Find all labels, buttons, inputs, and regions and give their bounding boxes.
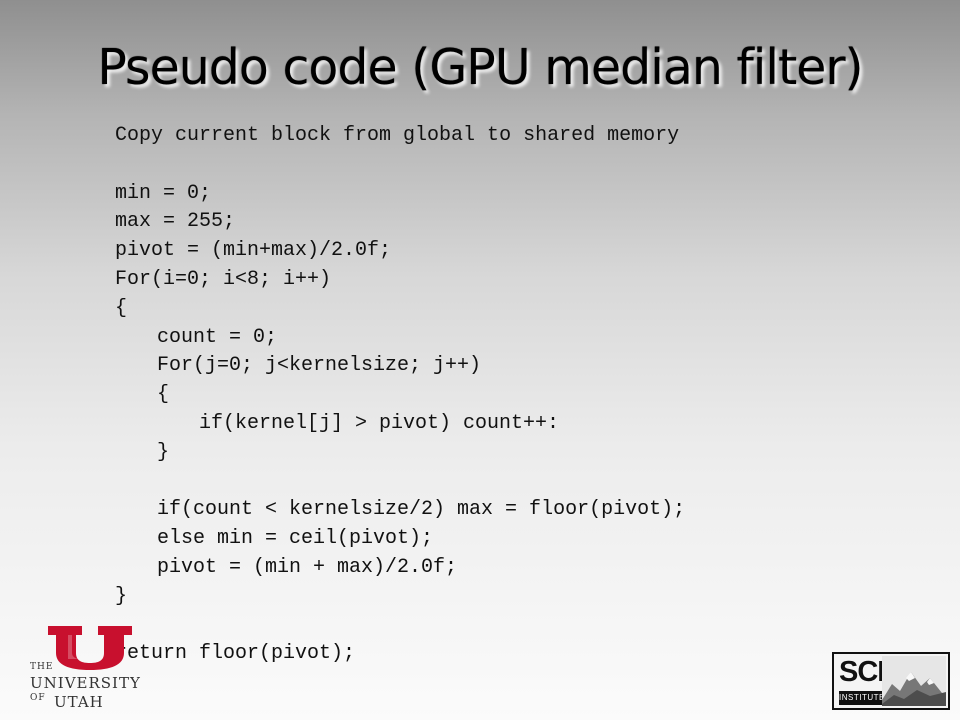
code-line: return floor(pivot);: [115, 642, 356, 666]
code-line: min = 0;: [115, 181, 212, 205]
code-line: pivot = (min+max)/2.0f;: [115, 239, 392, 263]
code-line: count = 0;: [157, 325, 278, 349]
code-line: [115, 612, 815, 641]
utah-logo-of: OF: [30, 693, 46, 703]
university-of-utah-logo: THE UNIVERSITY OF UTAH: [30, 626, 141, 720]
code-line: max = 255;: [115, 210, 236, 234]
code-line: [115, 468, 815, 497]
sci-institute-logo: SCI INSTITUTE: [832, 652, 950, 710]
utah-logo-the: THE: [30, 662, 54, 672]
utah-logo-state: UTAH: [54, 693, 104, 711]
code-line: }: [157, 440, 170, 464]
code-line: {: [115, 296, 128, 320]
code-line: if(count < kernelsize/2) max = floor(piv…: [157, 498, 686, 522]
code-line: [115, 151, 815, 180]
code-line: For(i=0; i<8; i++): [115, 267, 332, 291]
sci-logo-subtitle: INSTITUTE: [839, 691, 884, 705]
mountain-icon: [882, 656, 946, 706]
code-line: if(kernel[j] > pivot) count++:: [199, 411, 560, 435]
code-line: Copy current block from global to shared…: [115, 124, 680, 147]
code-line: For(j=0; j<kernelsize; j++): [157, 354, 482, 378]
slide-title: Pseudo code (GPU median filter): [97, 39, 863, 96]
block-u-icon: [48, 626, 132, 670]
code-line: else min = ceil(pivot);: [157, 527, 434, 551]
sci-logo-mark: SCI: [839, 656, 885, 688]
code-line: }: [115, 584, 128, 608]
pseudo-code-block: Copy current block from global to shared…: [115, 122, 815, 669]
utah-logo-university: UNIVERSITY: [30, 674, 141, 692]
code-line: pivot = (min + max)/2.0f;: [157, 555, 458, 579]
code-line: {: [157, 383, 170, 407]
